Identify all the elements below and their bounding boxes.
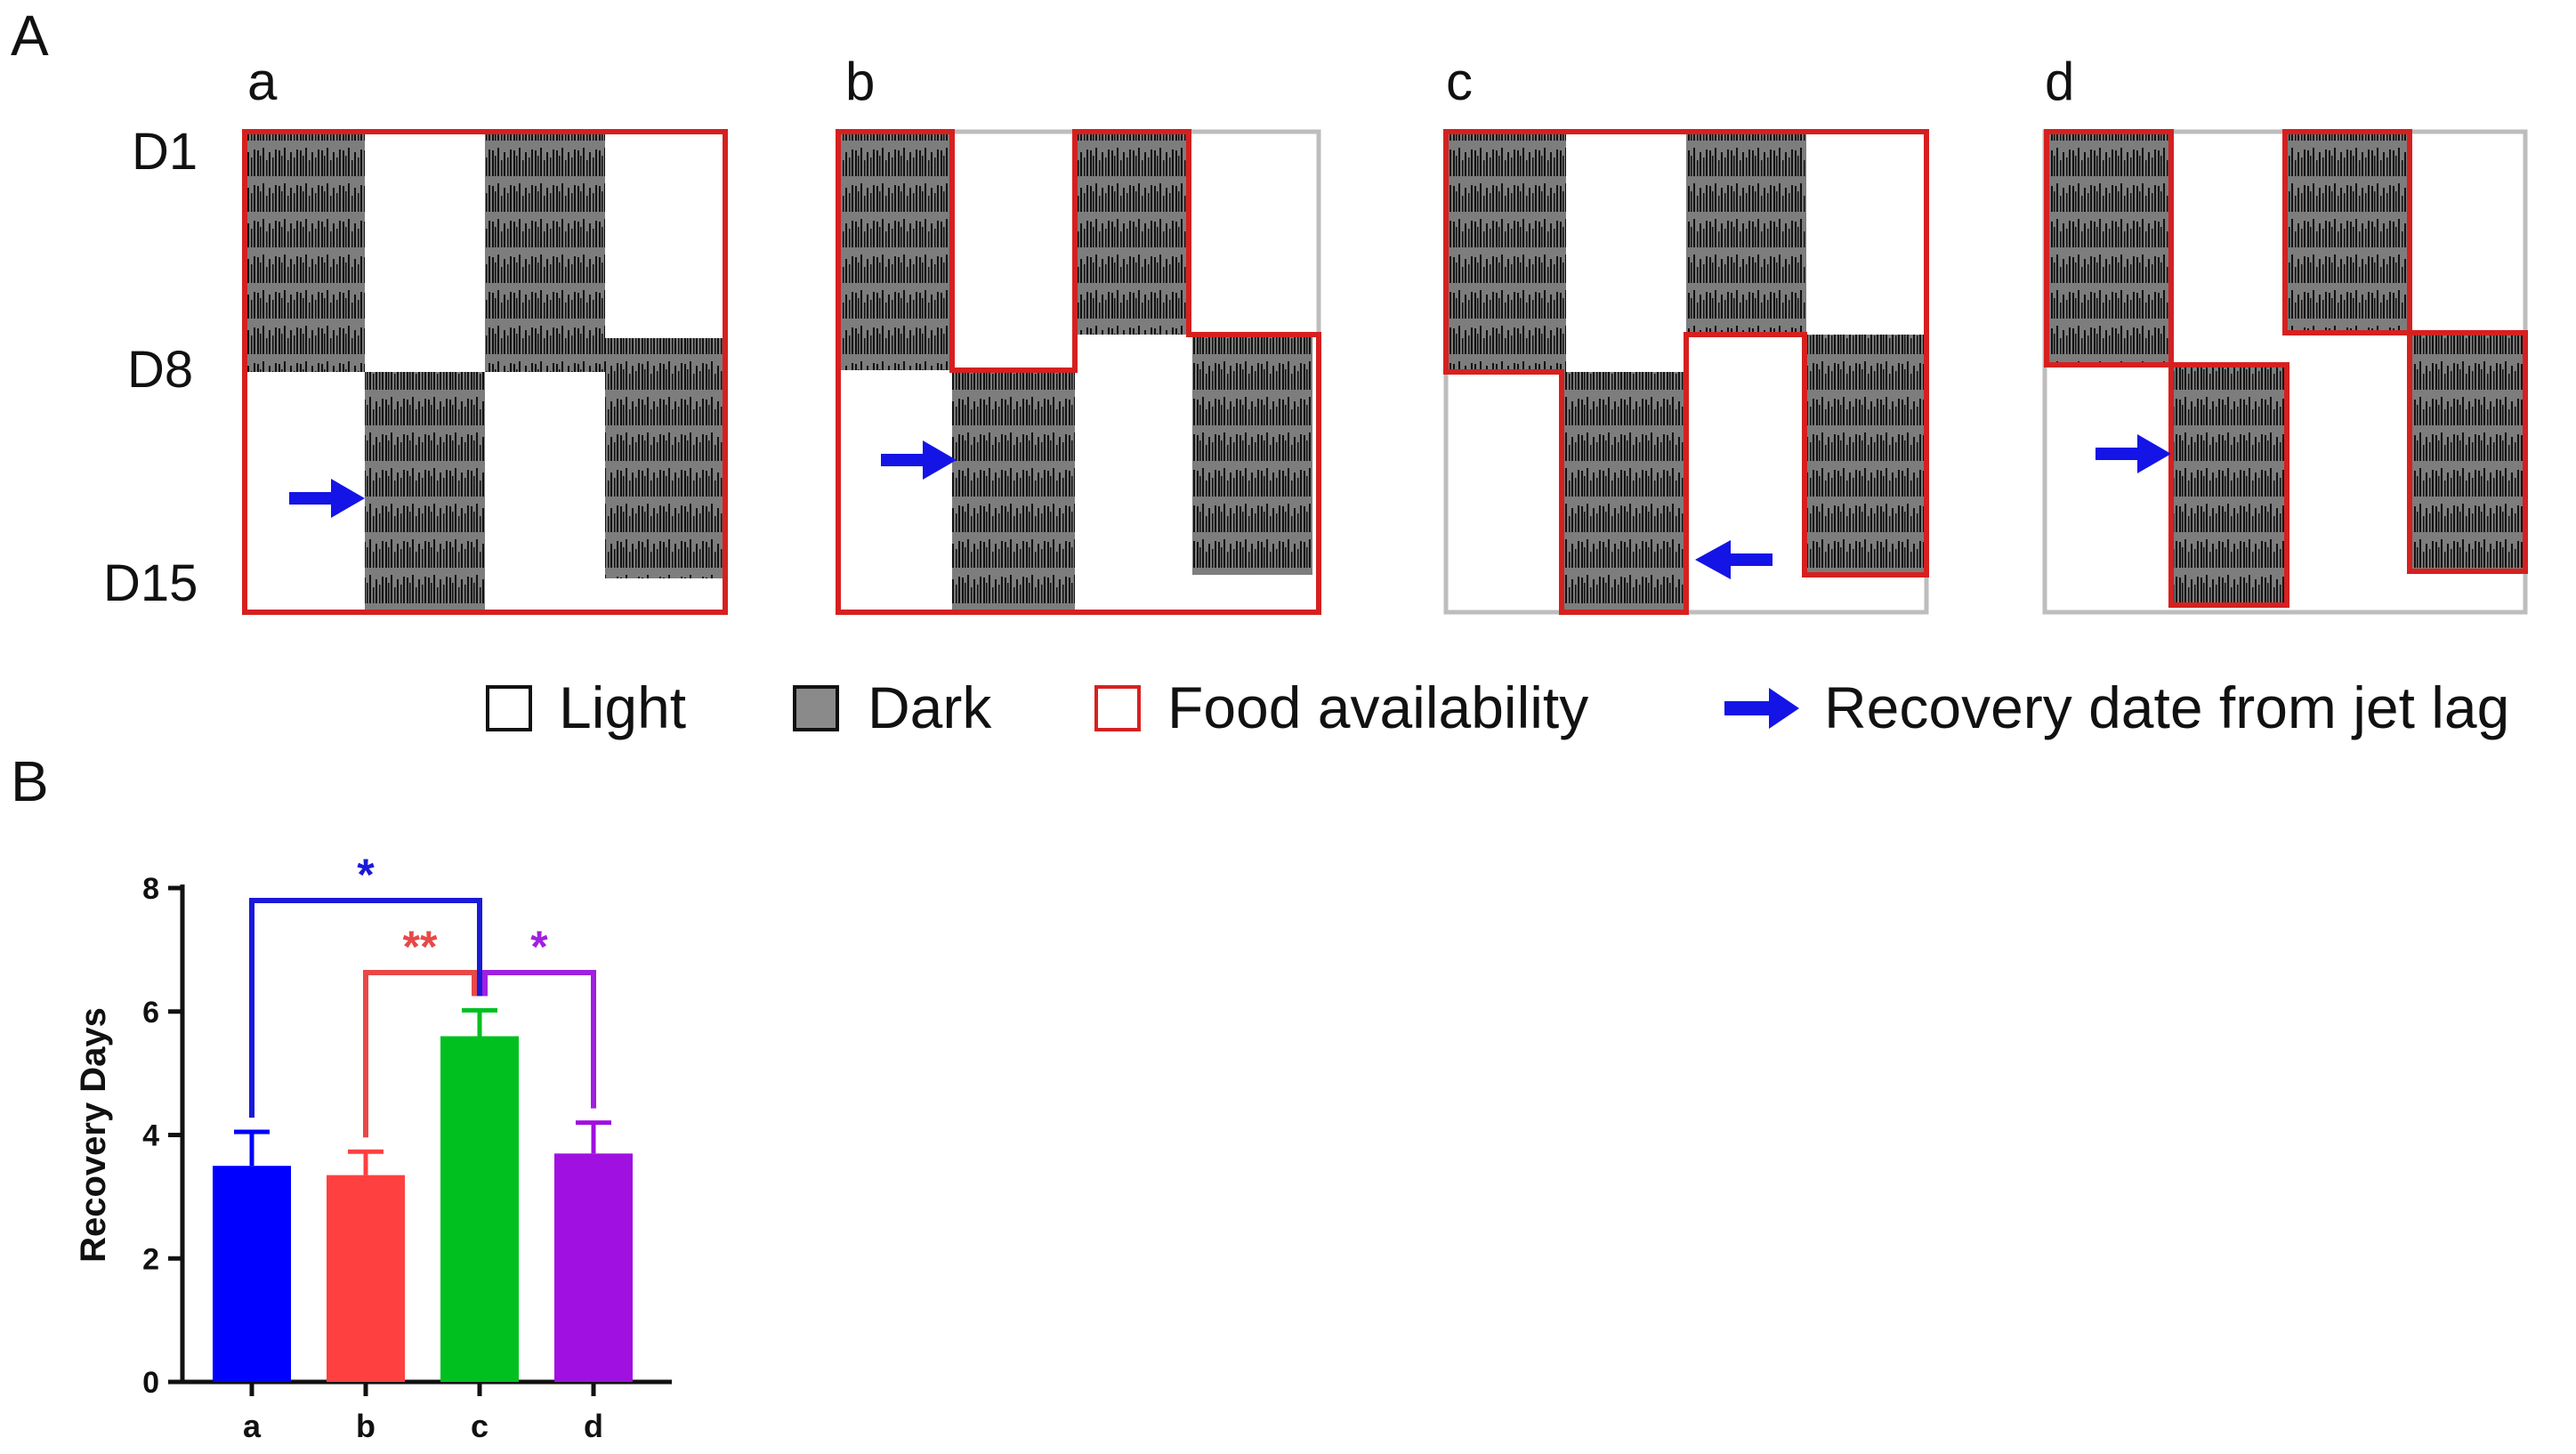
bar-b [327, 1175, 405, 1382]
legend-recovery-label: Recovery date from jet lag [1824, 674, 2509, 740]
actogram-label-c: c [1446, 52, 1473, 111]
recovery-arrow-a [289, 479, 365, 518]
dark-block-a-2 [485, 132, 605, 372]
y-axis-label: Recovery Days [74, 1007, 113, 1263]
dark-block-d-1 [2047, 132, 2171, 365]
bar-a [213, 1166, 291, 1382]
actogram-label-a: a [247, 52, 278, 111]
dark-block-d-3 [2171, 365, 2287, 605]
significance-bracket-c-d [482, 970, 596, 1109]
legend-light-label: Light [559, 674, 686, 740]
actogram-b: b [836, 52, 1321, 615]
dark-block-c-4 [1806, 335, 1926, 575]
bar-d [554, 1153, 633, 1382]
dark-block-c-1 [1446, 132, 1566, 372]
y-tick-label: 4 [142, 1119, 159, 1153]
x-tick-label: a [243, 1408, 262, 1444]
x-tick-label: b [356, 1408, 375, 1444]
actogram-d: d [2042, 52, 2528, 615]
legend-dark-swatch [793, 685, 839, 731]
day-label-d1: D1 [132, 123, 198, 181]
panel-label-b: B [11, 749, 49, 813]
panel-label-a: A [11, 4, 49, 68]
legend: Light Dark Food availability Recovery da… [486, 674, 2509, 740]
significance-bracket-a-c [249, 898, 482, 1119]
recovery-arrow-c [1695, 540, 1773, 579]
chart-bars [213, 1036, 633, 1382]
x-tick-label: c [471, 1408, 489, 1444]
day-label-d15: D15 [103, 554, 198, 612]
recovery-arrow-d [2096, 434, 2171, 473]
legend-food-label: Food availability [1167, 674, 1588, 740]
dark-block-a-4 [605, 338, 725, 578]
food-outline-b [836, 129, 1321, 615]
dark-block-c-2 [1686, 132, 1806, 335]
y-tick-label: 2 [142, 1242, 159, 1276]
dark-block-d-2 [2285, 132, 2410, 333]
food-outline-a [242, 129, 728, 615]
dark-block-b-3 [952, 370, 1075, 612]
actogram-label-d: d [2045, 52, 2074, 111]
food-outline-d-4 [2407, 330, 2528, 574]
legend-arrow-icon [1724, 688, 1799, 729]
food-outline-c [1443, 129, 1929, 615]
legend-dark-label: Dark [868, 674, 992, 740]
chart-error-bars [234, 1007, 611, 1175]
significance-label-a-c: * [357, 850, 375, 900]
dark-block-b-4 [1192, 335, 1312, 575]
actogram-c: c [1443, 52, 1929, 615]
recovery-arrow-b [881, 440, 957, 480]
food-outline-d-3 [2168, 362, 2289, 608]
dark-block-b-1 [838, 132, 952, 370]
significance-bracket-b-c [363, 970, 477, 1138]
significance-label-b-c: ** [403, 922, 438, 972]
dark-block-a-1 [245, 132, 365, 372]
dark-block-b-2 [1075, 132, 1189, 335]
x-tick-label: d [584, 1408, 603, 1444]
y-tick-label: 6 [142, 996, 159, 1030]
chart-significance [249, 898, 596, 1138]
significance-label-c-d: * [530, 922, 548, 972]
bar-c [440, 1036, 519, 1382]
y-tick-label: 0 [142, 1366, 159, 1400]
actogram-a: a [242, 52, 728, 615]
dark-block-a-3 [365, 372, 485, 612]
dark-block-d-4 [2410, 333, 2525, 571]
dark-block-c-3 [1562, 372, 1686, 612]
actogram-label-b: b [845, 52, 875, 111]
day-label-d8: D8 [127, 341, 193, 399]
legend-food-swatch [1094, 685, 1141, 731]
y-tick-label: 8 [142, 872, 159, 906]
legend-light-swatch [486, 685, 532, 731]
